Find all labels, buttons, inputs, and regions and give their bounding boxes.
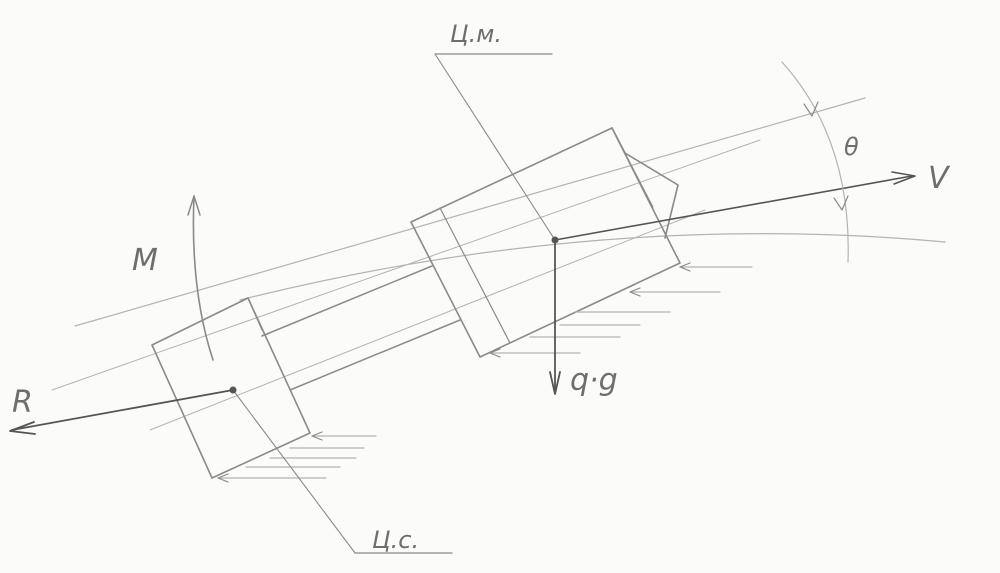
trajectory-curve bbox=[239, 233, 946, 301]
airflow-arrowhead bbox=[629, 287, 641, 297]
axis-guide-line bbox=[74, 97, 866, 327]
velocity-vector bbox=[554, 171, 916, 241]
drag-label: R bbox=[12, 385, 33, 420]
airflow-arrowhead bbox=[679, 262, 691, 272]
connecting-rod bbox=[261, 265, 461, 391]
angle-theta-marker bbox=[781, 61, 849, 263]
moment-arc bbox=[187, 195, 214, 361]
velocity-label: V bbox=[928, 161, 951, 196]
velocity-line bbox=[554, 175, 913, 241]
center-of-pressure-point bbox=[229, 386, 237, 394]
weight-label: q·g bbox=[570, 363, 618, 398]
rear-body bbox=[151, 297, 311, 479]
guide-lines bbox=[51, 97, 946, 431]
weight-arrowhead bbox=[549, 371, 561, 395]
nose-cone-edge bbox=[624, 152, 654, 208]
theta-label: θ bbox=[844, 133, 859, 161]
front-body-inner-edge bbox=[439, 207, 511, 344]
nose-cone-outline bbox=[611, 127, 679, 239]
rear-body-outline bbox=[151, 297, 311, 479]
body-axis-line bbox=[149, 209, 706, 431]
center-of-pressure-label: Ц.с. bbox=[372, 526, 419, 554]
drag-line bbox=[11, 389, 234, 431]
drag-arrowhead bbox=[9, 421, 36, 435]
theta-arc bbox=[781, 61, 849, 263]
rear-body-step bbox=[247, 297, 263, 331]
airflow-arrowhead bbox=[489, 348, 501, 358]
airflow-arrows bbox=[217, 262, 753, 483]
moment-arc-curve bbox=[192, 195, 214, 361]
airflow-arrowhead bbox=[217, 473, 229, 483]
velocity-arrowhead bbox=[891, 171, 916, 185]
theta-arrowhead-top bbox=[803, 101, 819, 117]
drag-vector bbox=[9, 389, 234, 435]
front-body bbox=[410, 127, 681, 358]
moment-arrowhead bbox=[187, 195, 201, 216]
label-leaders bbox=[232, 53, 556, 554]
weight-vector bbox=[549, 239, 561, 395]
rod-lower-edge bbox=[289, 319, 461, 391]
airflow-arrowhead bbox=[311, 431, 323, 441]
moment-label: M bbox=[132, 243, 158, 278]
center-of-mass-point bbox=[551, 236, 559, 244]
center-of-mass-leader bbox=[434, 53, 556, 241]
center-of-pressure-leader bbox=[232, 389, 356, 554]
rod-upper-edge bbox=[261, 265, 433, 337]
theta-arrowhead-bottom bbox=[833, 195, 849, 211]
center-of-mass-label: Ц.м. bbox=[450, 20, 502, 48]
front-body-outline bbox=[410, 127, 681, 358]
